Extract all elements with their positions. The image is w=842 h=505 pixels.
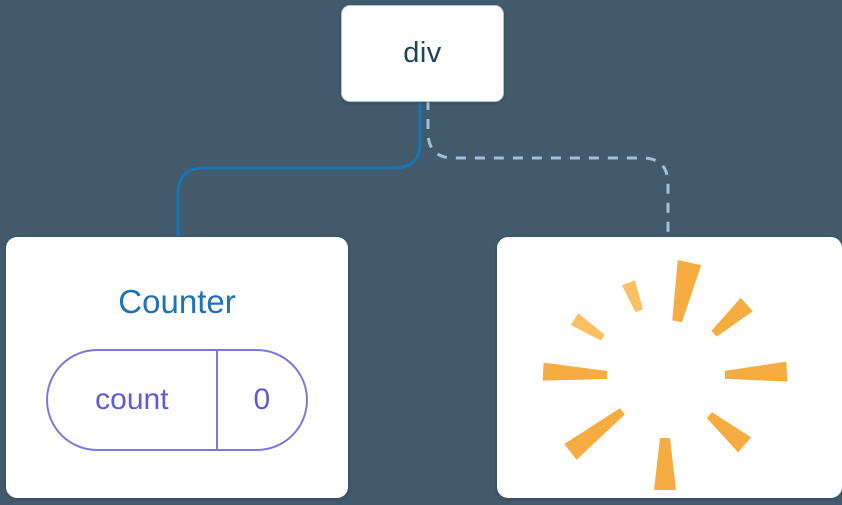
state-pill-divider [215,351,218,449]
poof-burst-icon [542,260,788,490]
dashed-connector-line [426,100,670,237]
counter-node-title: Counter [118,283,236,320]
solid-connector-line [176,100,422,237]
state-value-label: 0 [253,383,271,416]
state-pill: count 0 [46,349,308,451]
state-key-label: count [95,383,169,416]
root-node-label: div [403,37,442,69]
root-node: div [341,5,504,102]
counter-node: Counter count 0 [6,237,348,498]
poof-node [497,237,842,498]
